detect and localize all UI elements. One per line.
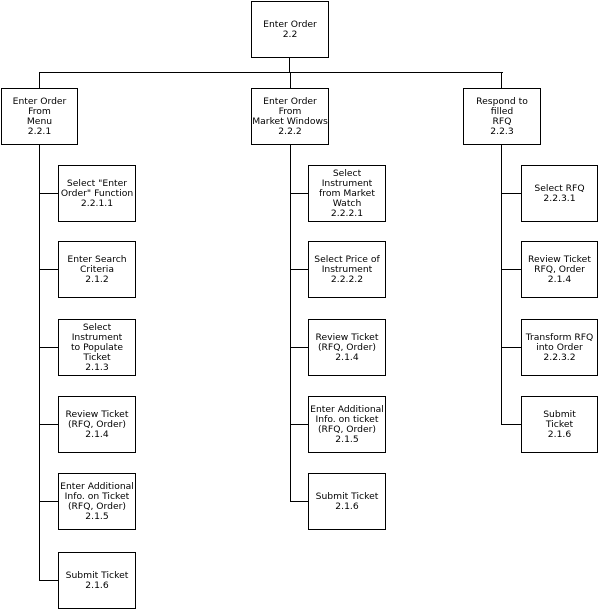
box-title: Select Instrument from Market Watch xyxy=(319,167,375,209)
branch-spine-3 xyxy=(501,145,502,425)
child-connector-2-4 xyxy=(290,424,308,425)
box-title: Enter Search Criteria xyxy=(67,253,127,275)
child-connector-1-2 xyxy=(39,269,58,270)
box-number: 2.2.3.2 xyxy=(543,351,576,363)
box-number: 2.1.2 xyxy=(85,273,109,285)
box-number: 2.1.4 xyxy=(85,428,109,440)
child-box-2-4: Enter Additional Info. on ticket (RFQ, O… xyxy=(308,396,386,453)
box-title: Enter Order From Menu xyxy=(12,95,67,127)
box-number: 2.1.6 xyxy=(85,579,109,591)
child-connector-3-1 xyxy=(501,193,521,194)
branch-drop-2 xyxy=(290,72,291,88)
box-title: Review Ticket (RFQ, Order) xyxy=(65,408,129,430)
box-number: 2.2.1.1 xyxy=(80,197,114,209)
branch-spine-1 xyxy=(39,145,40,581)
child-connector-2-3 xyxy=(290,347,308,348)
box-title: Respond to filled RFQ xyxy=(476,95,528,127)
box-title: Submit Ticket xyxy=(315,490,379,502)
box-number: 2.1.5 xyxy=(85,510,109,522)
box-number: 2.1.5 xyxy=(335,433,359,445)
box-number: 2.1.4 xyxy=(547,273,572,285)
box-title: Select "Enter Order" Function xyxy=(60,177,134,199)
box-number: 2.1.6 xyxy=(547,428,572,440)
root-connector xyxy=(289,58,290,73)
child-connector-2-1 xyxy=(290,193,308,194)
child-connector-3-3 xyxy=(501,347,521,348)
box-number: 2.1.6 xyxy=(335,500,359,512)
branch-drop-3 xyxy=(501,72,502,88)
box-number: 2.1.4 xyxy=(335,351,359,363)
child-connector-1-4 xyxy=(39,424,58,425)
branch-bus xyxy=(39,72,503,73)
box-number: 2.2 xyxy=(282,28,298,40)
box-title: Select Price of Instrument xyxy=(314,253,380,275)
child-connector-1-3 xyxy=(39,347,58,348)
box-number: 2.1.3 xyxy=(85,361,109,373)
box-title: Review Ticket (RFQ, Order) xyxy=(315,331,379,353)
branch-drop-1 xyxy=(39,72,40,88)
box-title: Enter Additional Info. on Ticket (RFQ, O… xyxy=(60,480,134,512)
child-connector-1-5 xyxy=(39,501,58,502)
child-connector-2-5 xyxy=(290,501,308,502)
box-number: 2.2.2.1 xyxy=(330,207,364,219)
box-number: 2.2.3.1 xyxy=(543,192,576,204)
child-box-1-4: Review Ticket (RFQ, Order)2.1.4 xyxy=(58,396,136,453)
child-connector-2-2 xyxy=(290,269,308,270)
box-title: Enter Additional Info. on ticket (RFQ, O… xyxy=(310,403,384,435)
child-box-2-3: Review Ticket (RFQ, Order)2.1.4 xyxy=(308,319,386,376)
box-title: Select Instrument to Populate Ticket xyxy=(70,321,124,363)
child-connector-3-2 xyxy=(501,269,521,270)
branch-spine-2 xyxy=(290,145,291,502)
box-number: 2.2.2 xyxy=(278,125,302,137)
box-title: Enter Order From Market Windows xyxy=(252,95,328,127)
child-connector-1-6 xyxy=(39,580,58,581)
box-title: Submit Ticket xyxy=(543,408,576,430)
box-title: Transform RFQ into Order xyxy=(525,331,594,353)
child-box-1-5: Enter Additional Info. on Ticket (RFQ, O… xyxy=(58,473,136,530)
box-title: Submit Ticket xyxy=(65,569,129,581)
box-title: Enter Order xyxy=(263,18,317,30)
box-number: 2.2.2.2 xyxy=(330,273,364,285)
child-connector-1-1 xyxy=(39,193,58,194)
box-title: Review Ticket RFQ, Order xyxy=(528,253,591,275)
box-number: 2.2.3 xyxy=(490,125,514,137)
box-number: 2.2.1 xyxy=(27,125,52,137)
child-connector-3-4 xyxy=(501,424,521,425)
box-title: Select RFQ xyxy=(534,182,585,194)
